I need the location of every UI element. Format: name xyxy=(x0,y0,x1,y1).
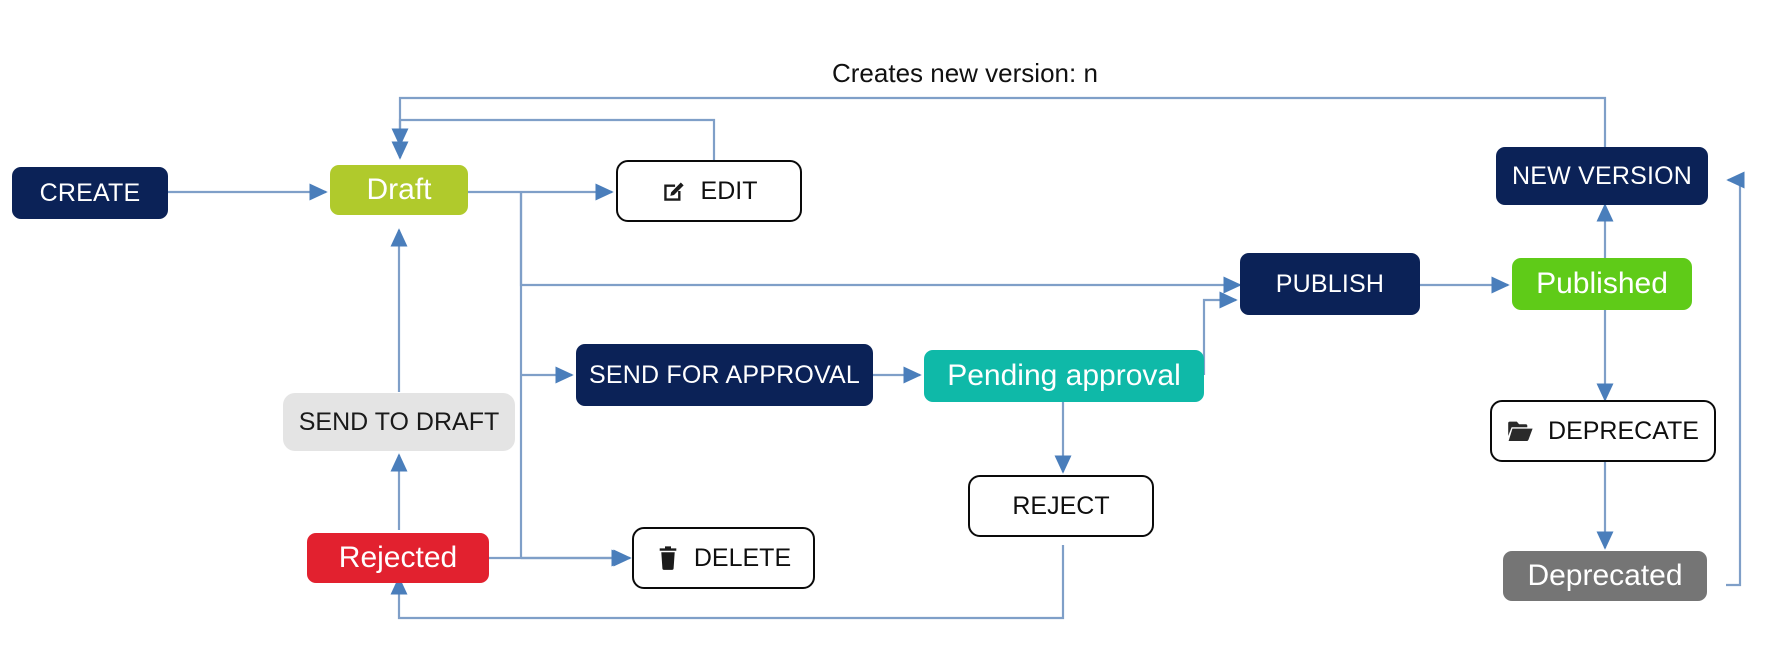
node-delete[interactable]: DELETE xyxy=(632,527,815,589)
node-rejected-label: Rejected xyxy=(338,541,458,574)
node-send-for-approval-label: SEND FOR APPROVAL xyxy=(588,360,861,389)
node-pending-approval[interactable]: Pending approval xyxy=(924,350,1204,402)
node-draft[interactable]: Draft xyxy=(330,165,468,215)
edge-pending-publish xyxy=(1202,291,1238,375)
node-deprecated-label: Deprecated xyxy=(1527,559,1683,592)
folder-icon xyxy=(1507,420,1534,442)
node-delete-label: DELETE xyxy=(693,543,792,572)
edge-edit-draft xyxy=(391,118,716,162)
edge-newversion-draft xyxy=(391,96,1607,152)
trash-icon xyxy=(656,545,680,571)
node-create[interactable]: CREATE xyxy=(12,167,168,219)
node-edit-label: EDIT xyxy=(700,176,758,205)
pencil-edit-icon xyxy=(661,178,687,204)
node-edit[interactable]: EDIT xyxy=(616,160,802,222)
node-reject-label: REJECT xyxy=(1012,491,1110,520)
node-draft-label: Draft xyxy=(366,173,432,206)
node-publish-label: PUBLISH xyxy=(1275,269,1385,298)
node-new-version[interactable]: NEW VERSION xyxy=(1496,147,1708,205)
node-pending-approval-label: Pending approval xyxy=(947,359,1181,392)
node-deprecate-label: DEPRECATE xyxy=(1548,416,1699,445)
node-published[interactable]: Published xyxy=(1512,258,1692,310)
node-rejected[interactable]: Rejected xyxy=(307,533,489,583)
node-create-label: CREATE xyxy=(39,178,141,207)
node-send-for-approval[interactable]: SEND FOR APPROVAL xyxy=(576,344,873,406)
node-publish[interactable]: PUBLISH xyxy=(1240,253,1420,315)
node-reject[interactable]: REJECT xyxy=(968,475,1154,537)
node-deprecated[interactable]: Deprecated xyxy=(1503,551,1707,601)
node-new-version-label: NEW VERSION xyxy=(1512,161,1692,190)
edge-label-creates-new-version: Creates new version: n xyxy=(832,58,1098,88)
node-send-to-draft-label: SEND TO DRAFT xyxy=(298,407,500,436)
node-published-label: Published xyxy=(1536,267,1668,300)
edge-deprecated-newversion xyxy=(1726,171,1745,587)
edge-reject-rejected xyxy=(390,545,1065,620)
node-send-to-draft[interactable]: SEND TO DRAFT xyxy=(283,393,515,451)
node-deprecate[interactable]: DEPRECATE xyxy=(1490,400,1716,462)
